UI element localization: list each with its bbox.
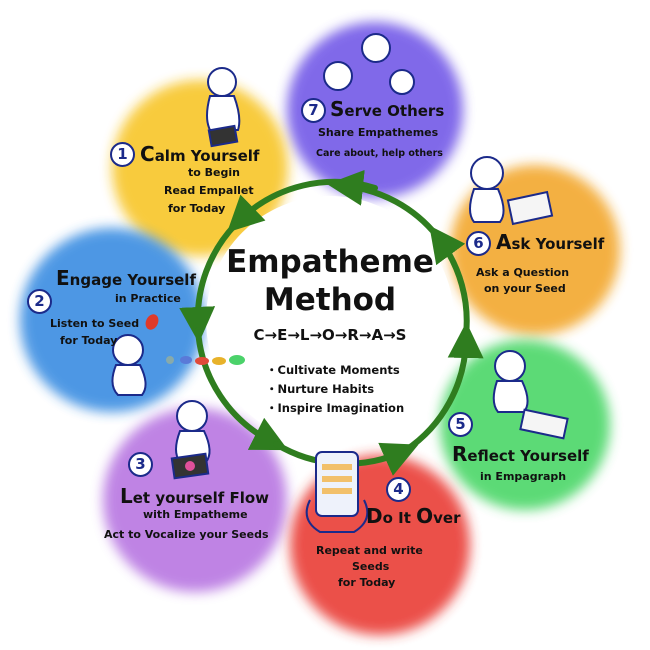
step-1-initial: C <box>140 142 155 166</box>
blob-engage-yourself <box>20 228 204 412</box>
step-7-title: Serve Others <box>330 97 444 121</box>
step-5-initial: R <box>452 442 468 466</box>
step-3-line3: Act to Vocalize your Seeds <box>104 528 269 541</box>
step-4-line2: Repeat and write <box>316 544 423 557</box>
step-2-line3: Listen to Seed <box>50 317 140 330</box>
step-6-line3: on your Seed <box>484 282 566 295</box>
step-4-line3: Seeds <box>352 560 390 573</box>
step-1-title: Calm Yourself <box>140 142 259 166</box>
step-2-title-rest: ngage Yourself <box>69 271 196 289</box>
step-3-title: Let yourself Flow <box>120 484 269 508</box>
figure-engage <box>111 314 245 396</box>
step-4-title-rest2: ver <box>433 509 461 527</box>
step-4-initial: D <box>366 504 383 528</box>
step-3-number: 3 <box>128 452 153 477</box>
step-2-line4: for Today <box>60 334 118 347</box>
blob-let-yourself-flow <box>103 408 287 592</box>
step-1-line2: to Begin <box>188 166 240 179</box>
method-sequence: C→E→L→O→R→A→S <box>253 326 407 344</box>
figure-ask <box>469 156 554 226</box>
center-disc <box>206 196 454 444</box>
figure-calm <box>206 67 241 148</box>
cycle-ring <box>179 169 484 476</box>
ring-arrow-7 <box>327 169 440 239</box>
step-6-line2: Ask a Question <box>476 266 570 279</box>
step-1-line4: for Today <box>168 202 226 215</box>
bullet-nurture: ・Nurture Habits <box>266 382 375 396</box>
bullet-inspire: ・Inspire Imagination <box>266 401 405 415</box>
step-7-line2: Share Empathemes <box>318 126 439 139</box>
step-7-line3: Care about, help others <box>316 148 443 159</box>
step-6-initial: A <box>496 230 512 254</box>
ring-arrow-2 <box>179 222 238 343</box>
step-6-number: 6 <box>466 231 491 256</box>
step-5-number: 5 <box>448 412 473 437</box>
center-title-line1: Empatheme <box>226 244 434 280</box>
step-4-initial2: O <box>416 504 434 528</box>
center-title-line2: Method <box>263 282 397 318</box>
step-4-number: 4 <box>386 477 411 502</box>
step-1-number: 1 <box>110 142 135 167</box>
step-5-line2: in Empagraph <box>480 470 567 483</box>
ring-arrow-3 <box>195 327 289 451</box>
step-1-title-rest: alm Yourself <box>154 147 260 165</box>
figure-reflect <box>492 350 569 440</box>
step-6-title-rest: sk Yourself <box>511 235 605 253</box>
figure-do-it-over <box>305 451 369 533</box>
step-7-initial: S <box>330 97 345 121</box>
figure-serve-others <box>323 33 415 95</box>
step-2-line2: in Practice <box>115 292 181 305</box>
step-3-line2: with Empatheme <box>143 508 248 521</box>
step-5-title-rest: eflect Yourself <box>467 447 589 465</box>
step-3-initial: L <box>120 484 133 508</box>
step-4-line4: for Today <box>338 576 396 589</box>
step-2-title: Engage Yourself <box>56 266 196 290</box>
step-4-title-rest: o It <box>382 509 417 527</box>
step-7-number: 7 <box>301 98 326 123</box>
step-5-title: Reflect Yourself <box>452 442 589 466</box>
step-4-title: Do It Over <box>366 504 461 528</box>
ring-arrow-6 <box>429 225 470 338</box>
step-3-title-rest: et yourself Flow <box>132 489 270 507</box>
step-6-title: Ask Yourself <box>496 230 604 254</box>
step-2-number: 2 <box>27 289 52 314</box>
bullet-cultivate: ・Cultivate Moments <box>266 363 400 377</box>
step-7-title-rest: erve Others <box>344 102 445 120</box>
figure-flow <box>170 400 211 480</box>
ring-arrow-5 <box>403 322 484 453</box>
step-2-initial: E <box>56 266 70 290</box>
step-1-line3: Read Empallet <box>164 184 254 197</box>
